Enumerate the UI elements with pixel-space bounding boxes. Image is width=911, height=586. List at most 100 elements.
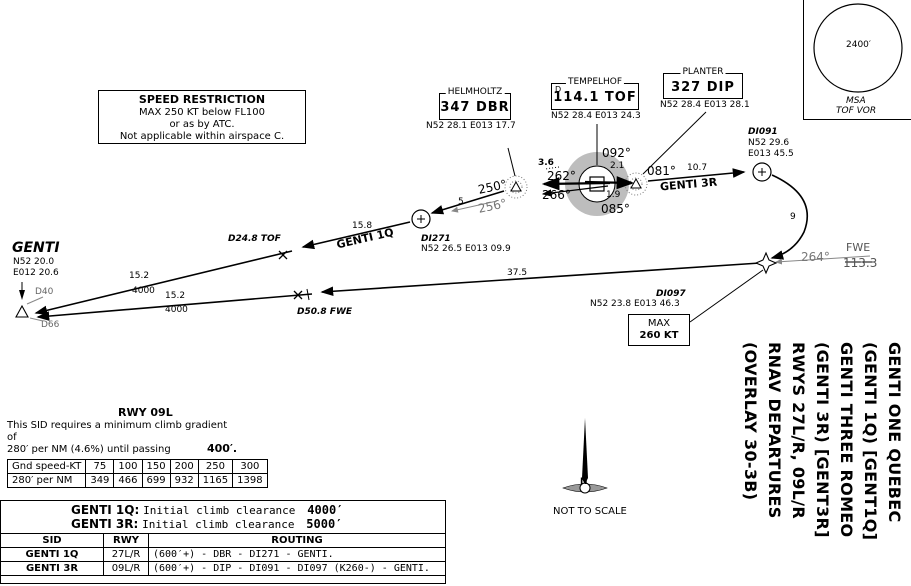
- fwe-name: FWE: [846, 241, 871, 254]
- procedure-title: GENTI ONE QUEBEC (GENTI 1Q) [GENT1Q] GEN…: [733, 342, 911, 540]
- routing-header-routing: ROUTING: [148, 533, 446, 548]
- tempelhof-dme-prefix: D: [555, 85, 562, 94]
- max-speed-line-2: 260 KT: [639, 330, 679, 341]
- tempelhof-coord: N52 28.4 E013 24.3: [551, 111, 641, 121]
- table-cell: 100: [113, 459, 143, 474]
- di091-name: DI091: [748, 127, 778, 137]
- title-line-4: (GENTI 3R) [GENT3R]: [813, 342, 832, 538]
- routing-block: GENTI 1Q: Initial climb clearance 4000′ …: [0, 500, 446, 584]
- clearance-sid-1: GENTI 1Q:: [71, 503, 140, 517]
- table-cell: 300: [232, 459, 268, 474]
- planter-coord: N52 28.4 E013 28.1: [660, 100, 750, 110]
- msa-label: MSA: [846, 96, 866, 106]
- title-line-6: RNAV DEPARTURES: [765, 342, 784, 519]
- table-cell: 150: [141, 459, 171, 474]
- title-line-2: (GENTI 1Q) [GENT1Q]: [861, 342, 880, 541]
- dist-1-9: 1.9: [606, 190, 621, 200]
- d24-8-tof-name: D24.8 TOF: [228, 234, 281, 244]
- brg-081: 081°: [647, 164, 676, 178]
- table-row: SID RWY ROUTING: [0, 533, 446, 548]
- max-speed-box: MAX 260 KT: [628, 314, 690, 346]
- di091-fix-symbol: [752, 162, 772, 182]
- table-row: GENTI 1Q 27L/R (600′+) - DBR - DI271 - G…: [0, 547, 446, 562]
- genti-radial-d66: D66: [41, 320, 60, 330]
- alt-4000-lower: 4000: [165, 305, 188, 315]
- table-cell: 250: [197, 459, 234, 474]
- brg-266: 266°: [542, 188, 571, 202]
- brg-092: 092°: [602, 146, 631, 160]
- di271-fix-symbol: [411, 209, 431, 229]
- brg-085: 085°: [601, 202, 630, 216]
- speed-restriction-title: SPEED RESTRICTION: [138, 93, 266, 106]
- north-arrow-icon: [562, 418, 608, 494]
- speed-restriction-box: SPEED RESTRICTION MAX 250 KT below FL100…: [98, 90, 306, 144]
- tempelhof-navaid-box: TEMPELHOF D 114.1 TOF: [551, 77, 639, 110]
- table-cell: 466: [113, 473, 143, 488]
- title-line-5: RWYS 27L/R, 09L/R: [789, 342, 808, 519]
- table-cell: 09L/R: [103, 561, 149, 576]
- table-cell: 1165: [197, 473, 234, 488]
- climb-gradient-table: Gnd speed-KT 75 100 150 200 250 300 280′…: [6, 459, 268, 488]
- title-line-7: (OVERLAY 30-3B): [741, 342, 760, 501]
- dist-10-7: 10.7: [687, 163, 708, 173]
- speed-restriction-line-3: Not applicable within airspace C.: [119, 131, 285, 142]
- table-cell: 699: [141, 473, 171, 488]
- table-cell: 932: [169, 473, 199, 488]
- clearance-alt-2: 5000′: [306, 517, 343, 531]
- genti-coord-2: E012 20.6: [13, 268, 59, 278]
- planter-navaid-box: PLANTER 327 DIP: [663, 67, 743, 99]
- climb-line-1: This SID requires a minimum climb gradie…: [7, 420, 228, 431]
- routing-header-rwy: RWY: [103, 533, 149, 548]
- genti-name: GENTI: [12, 240, 60, 256]
- climb-line-2: of: [7, 432, 17, 443]
- table-cell: 200: [169, 459, 199, 474]
- clearance-row-1: GENTI 1Q: Initial climb clearance 4000′: [71, 503, 343, 517]
- planter-freq: 327 DIP: [671, 80, 735, 95]
- table-cell: (600′+) - DIP - DI091 - DI097 (K260-) - …: [148, 561, 446, 576]
- max-speed-line-1: MAX: [647, 318, 671, 329]
- di271-coord: N52 26.5 E013 09.9: [421, 244, 511, 254]
- clearance-row-2: GENTI 3R: Initial climb clearance 5000′: [71, 517, 342, 531]
- di097-name: DI097: [656, 289, 686, 299]
- dbr-ndb-symbol: [504, 175, 528, 199]
- alt-4000-upper: 4000: [132, 286, 155, 296]
- msa-altitude: 2400′: [846, 40, 871, 50]
- dip-triangle-symbol: [630, 177, 642, 189]
- table-cell: 27L/R: [103, 547, 149, 562]
- table-cell: 1398: [232, 473, 268, 488]
- not-to-scale: NOT TO SCALE: [553, 506, 627, 517]
- climb-line-3-value: 400′.: [207, 442, 238, 455]
- dbr-triangle-symbol: [510, 180, 522, 192]
- d50-8-fwe-name: D50.8 FWE: [297, 307, 353, 317]
- table-row: 280′ per NM 349 466 699 932 1165 1398: [6, 473, 268, 488]
- dist-37-5: 37.5: [507, 268, 528, 278]
- title-line-1: GENTI ONE QUEBEC: [885, 342, 904, 523]
- dist-9: 9: [790, 212, 796, 222]
- dist-2-1: 2.1: [610, 161, 625, 171]
- genti-coord-1: N52 20.0: [13, 257, 55, 267]
- table-cell: Gnd speed-KT: [6, 459, 87, 474]
- routing-table: SID RWY ROUTING GENTI 1Q 27L/R (600′+) -…: [0, 533, 446, 576]
- fwe-freq: 113.3: [843, 256, 878, 270]
- d50-8-fwe-cross: [293, 290, 303, 300]
- msa-box: [803, 0, 911, 120]
- table-cell: 75: [85, 459, 115, 474]
- di091-coord-2: E013 45.5: [748, 149, 794, 159]
- table-row: GENTI 3R 09L/R (600′+) - DIP - DI091 - D…: [0, 561, 446, 576]
- dip-ndb-symbol: [624, 172, 648, 196]
- north-label: N: [580, 477, 588, 487]
- tempelhof-name: TEMPELHOF: [565, 77, 625, 87]
- climb-heading: RWY 09L: [118, 406, 173, 419]
- climb-line-3: 280′ per NM (4.6%) until passing: [7, 444, 171, 455]
- helmholtz-freq: 347 DBR: [440, 100, 510, 115]
- di097-coord: N52 23.8 E013 46.3: [590, 299, 680, 309]
- speed-restriction-line-2: or as by ATC.: [169, 119, 235, 130]
- d24-8-tof-cross: [278, 250, 288, 260]
- msa-circle: [813, 3, 903, 93]
- table-cell: GENTI 1Q: [0, 547, 104, 562]
- dist-15-2-upper: 15.2: [129, 271, 150, 281]
- di097-fix-symbol: [754, 251, 778, 275]
- brg-262: 262°: [547, 169, 576, 183]
- helmholtz-name: HELMHOLTZ: [445, 87, 505, 97]
